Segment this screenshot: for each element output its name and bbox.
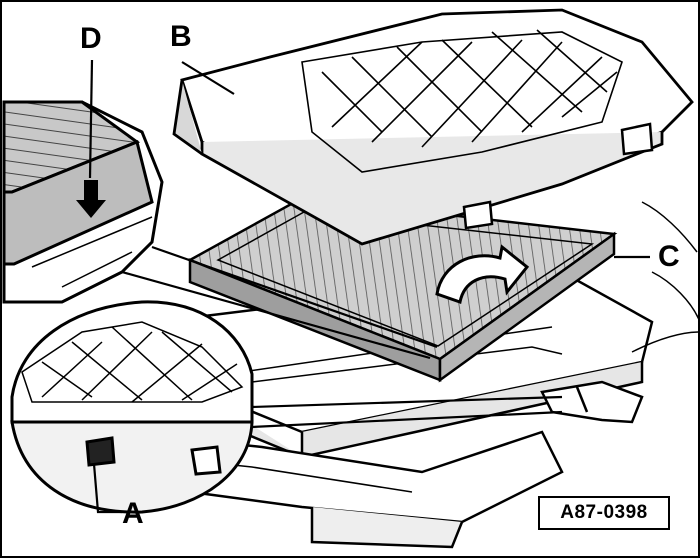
cover-clips	[462, 122, 654, 230]
rotate-arrow-icon	[435, 244, 530, 304]
detail-inset-d	[2, 100, 164, 304]
filter-cover	[172, 8, 694, 246]
cover-lattice	[321, 29, 618, 148]
background-strokes	[631, 201, 698, 353]
callout-c: C	[658, 240, 680, 273]
callout-b: B	[170, 20, 192, 53]
detail-inset-a	[10, 300, 254, 514]
pollen-filter	[187, 196, 618, 383]
down-arrow-icon	[76, 180, 106, 218]
leader-lines	[88, 59, 650, 514]
reference-code-label: A87-0398	[538, 496, 670, 530]
callout-d: D	[80, 22, 102, 55]
callout-a: A	[122, 497, 144, 530]
